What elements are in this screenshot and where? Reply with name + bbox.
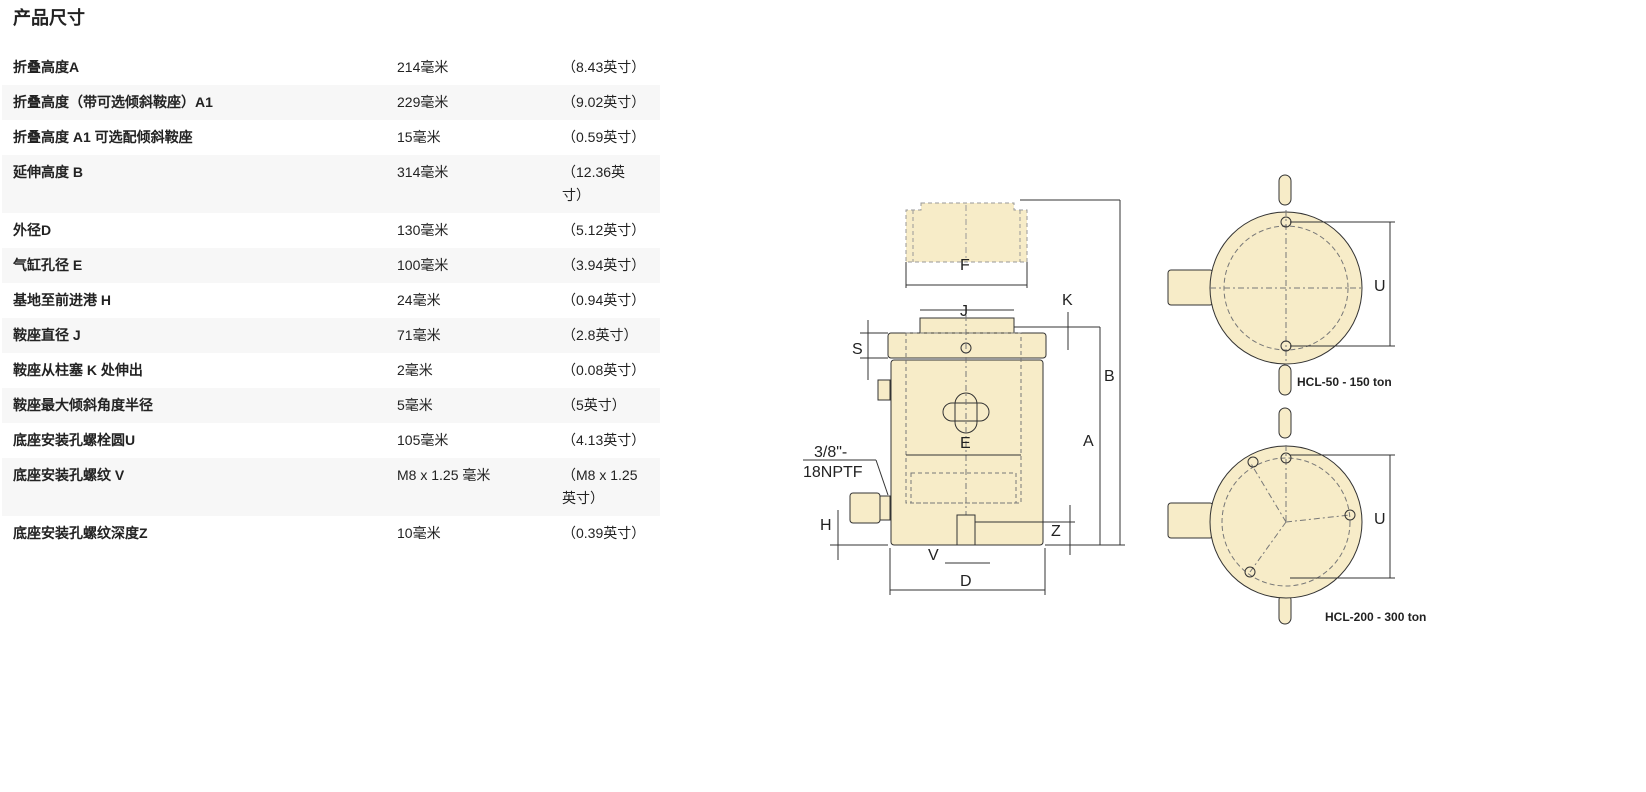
value-mm: 105毫米 <box>397 432 449 448</box>
table-row: 鞍座直径 J 71毫米 （2.8英寸） <box>2 318 660 353</box>
dimension-label: 鞍座直径 J <box>13 327 81 343</box>
dimension-label: 折叠高度A <box>13 59 80 75</box>
value-inch: （12.36英寸） <box>562 164 626 203</box>
table-row: 基地至前进港 H 24毫米 （0.94英寸） <box>2 283 660 318</box>
value-mm: 229毫米 <box>397 94 449 110</box>
label-F: F <box>960 257 970 274</box>
dimension-label: 折叠高度 A1 可选配倾斜鞍座 <box>13 129 193 145</box>
value-mm: 5毫米 <box>397 397 433 413</box>
label-U-2: U <box>1374 511 1386 528</box>
value-mm: 314毫米 <box>397 164 449 180</box>
label-port-2: 18NPTF <box>803 464 863 481</box>
dimension-label: 鞍座从柱塞 K 处伸出 <box>13 362 143 378</box>
dimension-label: 底座安装孔螺纹深度Z <box>13 525 148 541</box>
table-row: 鞍座从柱塞 K 处伸出 2毫米 （0.08英寸） <box>2 353 660 388</box>
label-H: H <box>820 517 832 534</box>
label-D: D <box>960 573 972 590</box>
label-V: V <box>928 547 939 564</box>
caption-hcl-200-300: HCL-200 - 300 ton <box>1325 610 1426 624</box>
dimension-label: 气缸孔径 E <box>13 257 83 273</box>
table-row: 气缸孔径 E 100毫米 （3.94英寸） <box>2 248 660 283</box>
page-title: 产品尺寸 <box>13 8 85 28</box>
label-Z: Z <box>1051 523 1061 540</box>
value-inch: （2.8英寸） <box>562 327 638 343</box>
table-row: 底座安装孔螺栓圆U 105毫米 （4.13英寸） <box>2 423 660 458</box>
table-row: 鞍座最大倾斜角度半径 5毫米 （5英寸） <box>2 388 660 423</box>
value-mm: 71毫米 <box>397 327 441 343</box>
dimension-label: 底座安装孔螺纹 V <box>13 467 125 483</box>
table-row: 延伸高度 B 314毫米 （12.36英寸） <box>2 155 660 213</box>
label-J: J <box>960 303 968 320</box>
value-mm: 24毫米 <box>397 292 441 308</box>
top-view-large <box>1167 407 1395 625</box>
value-mm: 10毫米 <box>397 525 441 541</box>
value-inch: （5英寸） <box>562 397 626 413</box>
table-row: 折叠高度A 214毫米 （8.43英寸） <box>2 50 660 85</box>
label-port-1: 3/8"- <box>814 444 847 461</box>
dimension-label: 鞍座最大倾斜角度半径 <box>13 397 153 413</box>
value-mm: 100毫米 <box>397 257 449 273</box>
value-inch: （8.43英寸） <box>562 59 646 75</box>
label-U-1: U <box>1374 278 1386 295</box>
dimension-label: 折叠高度（带可选倾斜鞍座）A1 <box>13 94 213 110</box>
value-inch: （3.94英寸） <box>562 257 646 273</box>
label-B: B <box>1104 368 1115 385</box>
cylinder-side-view <box>803 199 1125 595</box>
dimension-label: 外径D <box>13 222 52 238</box>
value-inch: （0.08英寸） <box>562 362 646 378</box>
value-mm: 2毫米 <box>397 362 433 378</box>
table-row: 折叠高度 A1 可选配倾斜鞍座 15毫米 （0.59英寸） <box>2 120 660 155</box>
value-inch: （0.94英寸） <box>562 292 646 308</box>
value-mm: 15毫米 <box>397 129 441 145</box>
value-mm: M8 x 1.25 毫米 <box>397 467 491 483</box>
label-A: A <box>1083 433 1094 450</box>
caption-hcl-50-150: HCL-50 - 150 ton <box>1297 375 1392 389</box>
label-E: E <box>960 435 971 452</box>
table-row: 折叠高度（带可选倾斜鞍座）A1 229毫米 （9.02英寸） <box>2 85 660 120</box>
value-inch: （5.12英寸） <box>562 222 646 238</box>
dimension-label: 延伸高度 B <box>13 164 83 180</box>
dimension-label: 基地至前进港 H <box>13 292 111 308</box>
table-row: 底座安装孔螺纹 V M8 x 1.25 毫米 （M8 x 1.25 英寸） <box>2 458 660 516</box>
top-view-small <box>1167 174 1395 396</box>
table-row: 底座安装孔螺纹深度Z 10毫米 （0.39英寸） <box>2 516 660 551</box>
label-K: K <box>1062 292 1073 309</box>
value-inch: （M8 x 1.25 英寸） <box>562 467 638 506</box>
value-inch: （9.02英寸） <box>562 94 646 110</box>
value-inch: （0.59英寸） <box>562 129 646 145</box>
dimension-label: 底座安装孔螺栓圆U <box>13 432 136 448</box>
value-inch: （4.13英寸） <box>562 432 646 448</box>
value-inch: （0.39英寸） <box>562 525 646 541</box>
label-S: S <box>852 341 863 358</box>
value-mm: 130毫米 <box>397 222 449 238</box>
dimensions-table: 折叠高度A 214毫米 （8.43英寸） 折叠高度（带可选倾斜鞍座）A1 229毫米 （9… <box>2 50 660 551</box>
value-mm: 214毫米 <box>397 59 449 75</box>
table-row: 外径D 130毫米 （5.12英寸） <box>2 213 660 248</box>
